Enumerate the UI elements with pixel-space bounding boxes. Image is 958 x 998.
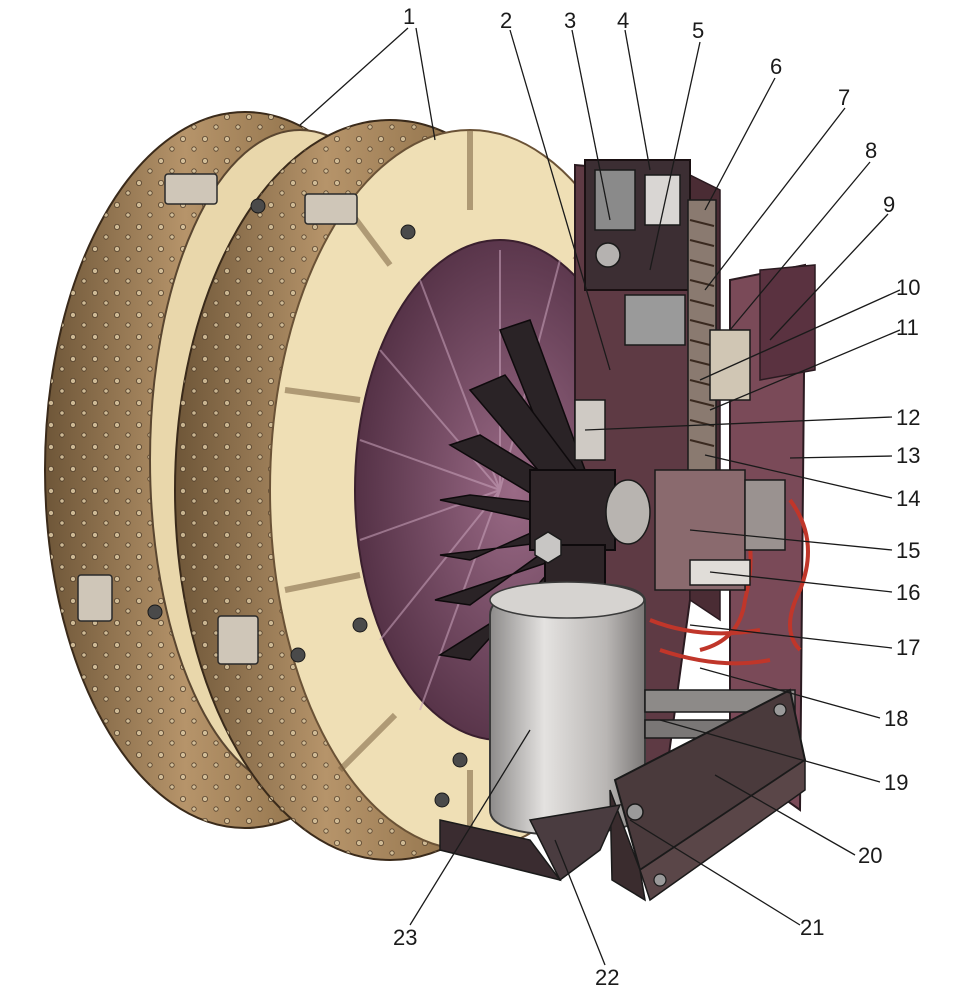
callout-16: 16 bbox=[896, 580, 920, 605]
callout-22: 22 bbox=[595, 965, 619, 990]
base-plate bbox=[439, 804, 622, 882]
callout-10: 10 bbox=[896, 275, 920, 300]
callout-11: 11 bbox=[896, 315, 919, 340]
blowout-coil bbox=[489, 581, 646, 837]
callout-labels: 1 2 3 4 5 6 7 8 9 10 11 12 13 14 15 16 1… bbox=[393, 4, 920, 990]
callout-4: 4 bbox=[617, 8, 629, 33]
callout-20: 20 bbox=[858, 843, 882, 868]
callout-8: 8 bbox=[865, 138, 877, 163]
callout-3: 3 bbox=[564, 8, 576, 33]
callout-1: 1 bbox=[403, 4, 415, 29]
callout-19: 19 bbox=[884, 770, 908, 795]
callout-18: 18 bbox=[884, 706, 908, 731]
callout-5: 5 bbox=[692, 18, 704, 43]
callout-7: 7 bbox=[838, 85, 850, 110]
callout-2: 2 bbox=[500, 8, 512, 33]
callout-14: 14 bbox=[896, 486, 920, 511]
leader-lines bbox=[299, 27, 901, 966]
callout-13: 13 bbox=[896, 443, 920, 468]
callout-12: 12 bbox=[896, 405, 920, 430]
callout-15: 15 bbox=[896, 538, 920, 563]
callout-21: 21 bbox=[800, 915, 824, 940]
callout-17: 17 bbox=[896, 635, 920, 660]
lower-assembly bbox=[644, 469, 796, 739]
callout-6: 6 bbox=[770, 54, 782, 79]
callout-23: 23 bbox=[393, 925, 417, 950]
callout-9: 9 bbox=[883, 192, 895, 217]
mounting-bracket bbox=[609, 688, 807, 902]
